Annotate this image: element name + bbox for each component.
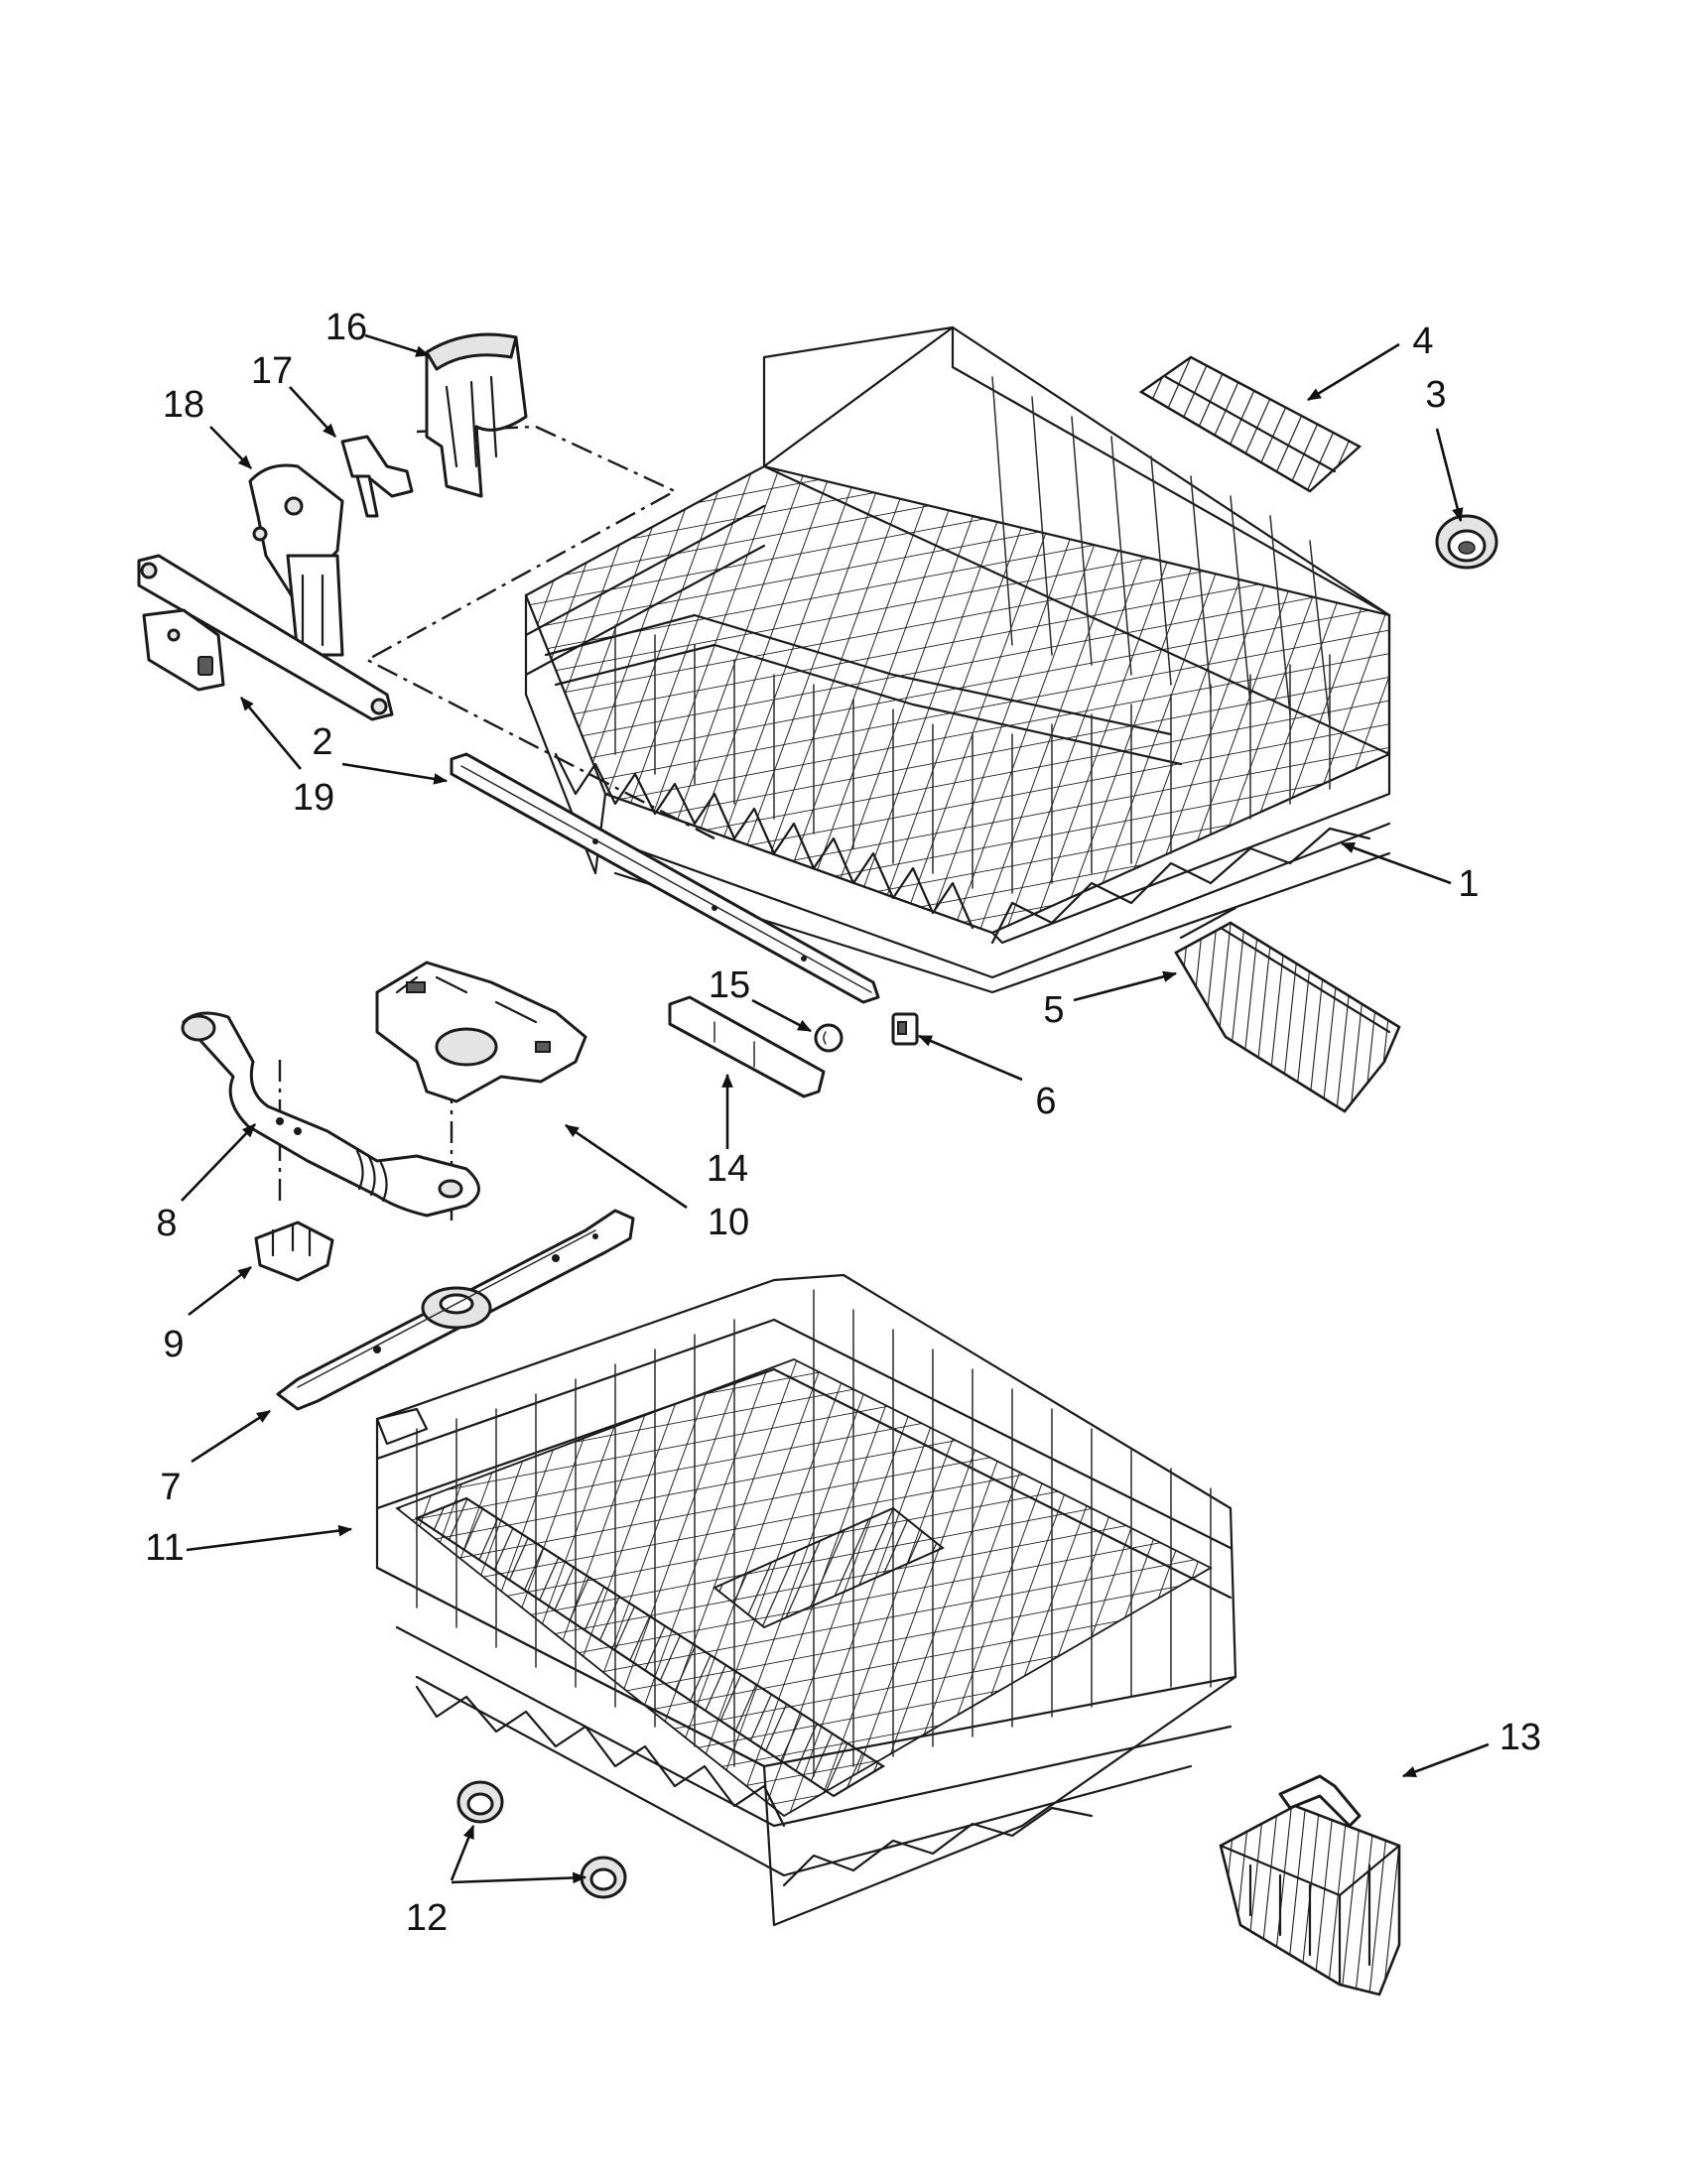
- leader-lines: [181, 333, 1490, 1884]
- callout-2: 2: [312, 721, 332, 763]
- callout-8: 8: [156, 1203, 177, 1244]
- callout-1: 1: [1458, 863, 1479, 905]
- spray-arm-mount: [375, 961, 587, 1103]
- callout-19: 19: [293, 777, 334, 819]
- tube-mount-clip: [254, 1220, 334, 1282]
- callout-17: 17: [251, 350, 293, 392]
- callout-10: 10: [708, 1202, 749, 1243]
- callout-7: 7: [160, 1467, 181, 1508]
- callout-13: 13: [1499, 1717, 1541, 1758]
- callout-3: 3: [1425, 374, 1446, 416]
- callout-9: 9: [163, 1324, 184, 1365]
- callout-labels: 1 2 3 4 5 6 7 8 9 10 11 12 13 14 15 16 1…: [145, 307, 1541, 1939]
- callout-6: 6: [1035, 1081, 1056, 1122]
- rack-slide-bracket: [137, 554, 394, 721]
- callout-16: 16: [325, 307, 367, 348]
- callout-15: 15: [709, 964, 750, 1006]
- rack-wheel-upper: [1435, 514, 1498, 570]
- rack-wheel-lower-right: [580, 1856, 627, 1899]
- adjuster-lever: [340, 435, 414, 518]
- silverware-basket: [1219, 1774, 1401, 1996]
- rail-ball: [814, 1023, 844, 1053]
- callout-4: 4: [1412, 321, 1433, 362]
- rail-end-clip: [891, 1012, 919, 1046]
- rack-wheel-lower-left: [456, 1780, 504, 1824]
- adjuster-bracket: [248, 463, 344, 657]
- accessory-basket: [1174, 906, 1401, 1113]
- callout-14: 14: [707, 1148, 748, 1190]
- callout-12: 12: [406, 1897, 448, 1939]
- callout-18: 18: [163, 384, 204, 426]
- lower-dish-rack: [375, 1273, 1237, 1927]
- callout-5: 5: [1043, 989, 1064, 1031]
- lower-spray-arm: [276, 1209, 635, 1411]
- upper-dish-rack: [524, 325, 1391, 994]
- rack-adjuster-housing: [425, 332, 528, 498]
- folding-tine-row: [1138, 355, 1363, 493]
- rack-track-rail: [450, 752, 880, 1004]
- callout-11: 11: [145, 1527, 184, 1569]
- rail-stop: [668, 995, 826, 1098]
